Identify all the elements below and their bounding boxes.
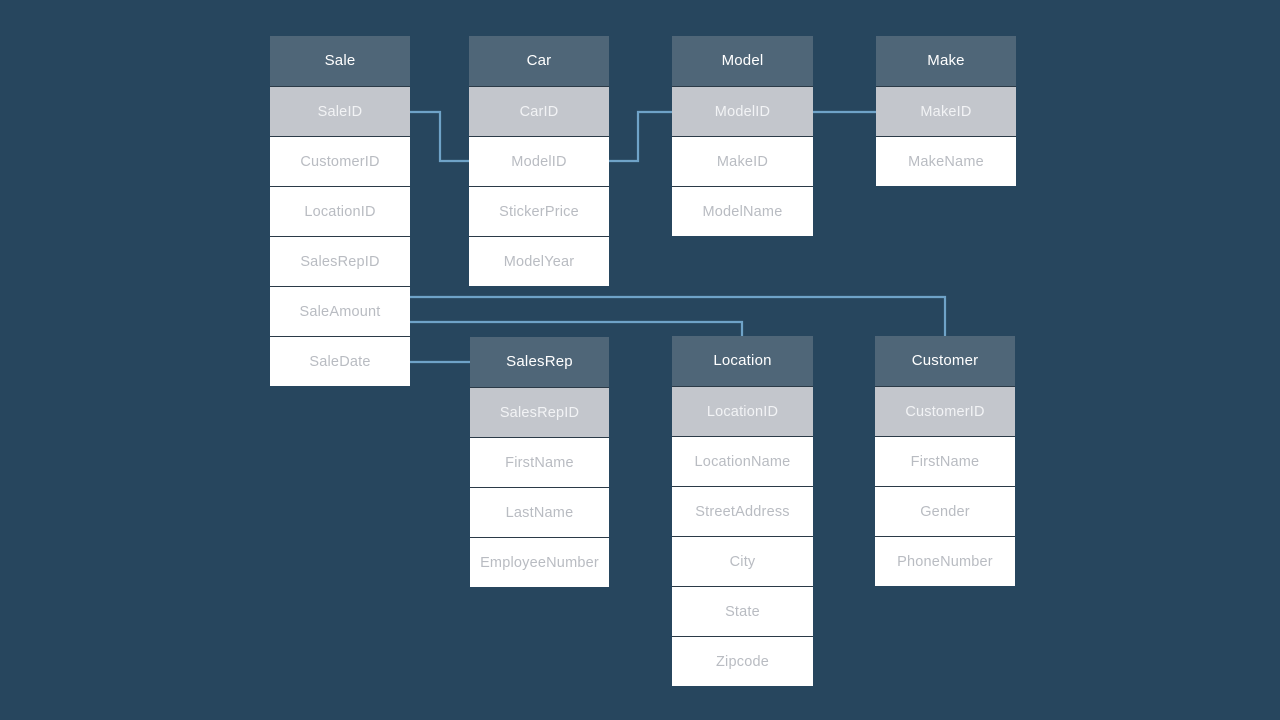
field-car-2[interactable]: StickerPrice (469, 186, 609, 236)
entity-title-customer: Customer (875, 336, 1015, 386)
field-model-2[interactable]: ModelName (672, 186, 813, 236)
field-location-5[interactable]: Zipcode (672, 636, 813, 686)
field-sale-2[interactable]: LocationID (270, 186, 410, 236)
field-model-1[interactable]: MakeID (672, 136, 813, 186)
primary-key-field-make-0[interactable]: MakeID (876, 86, 1016, 136)
field-location-3[interactable]: City (672, 536, 813, 586)
entity-title-model: Model (672, 36, 813, 86)
field-location-1[interactable]: LocationName (672, 436, 813, 486)
primary-key-field-customer-0[interactable]: CustomerID (875, 386, 1015, 436)
field-salesrep-2[interactable]: LastName (470, 487, 609, 537)
field-sale-3[interactable]: SalesRepID (270, 236, 410, 286)
primary-key-field-car-0[interactable]: CarID (469, 86, 609, 136)
field-sale-5[interactable]: SaleDate (270, 336, 410, 386)
entity-title-sale: Sale (270, 36, 410, 86)
field-salesrep-1[interactable]: FirstName (470, 437, 609, 487)
entity-title-salesrep: SalesRep (470, 337, 609, 387)
field-location-4[interactable]: State (672, 586, 813, 636)
connector-car-model (607, 110, 674, 163)
connector-sale-customer (408, 295, 947, 338)
field-sale-1[interactable]: CustomerID (270, 136, 410, 186)
field-customer-1[interactable]: FirstName (875, 436, 1015, 486)
entity-title-car: Car (469, 36, 609, 86)
primary-key-field-sale-0[interactable]: SaleID (270, 86, 410, 136)
field-make-1[interactable]: MakeName (876, 136, 1016, 186)
primary-key-field-model-0[interactable]: ModelID (672, 86, 813, 136)
field-car-3[interactable]: ModelYear (469, 236, 609, 286)
field-location-2[interactable]: StreetAddress (672, 486, 813, 536)
connector-sale-location (408, 320, 744, 338)
field-salesrep-3[interactable]: EmployeeNumber (470, 537, 609, 587)
primary-key-field-salesrep-0[interactable]: SalesRepID (470, 387, 609, 437)
connector-car-sale (408, 110, 471, 163)
entity-title-location: Location (672, 336, 813, 386)
entity-title-make: Make (876, 36, 1016, 86)
field-car-1[interactable]: ModelID (469, 136, 609, 186)
field-customer-2[interactable]: Gender (875, 486, 1015, 536)
primary-key-field-location-0[interactable]: LocationID (672, 386, 813, 436)
field-customer-3[interactable]: PhoneNumber (875, 536, 1015, 586)
field-sale-4[interactable]: SaleAmount (270, 286, 410, 336)
